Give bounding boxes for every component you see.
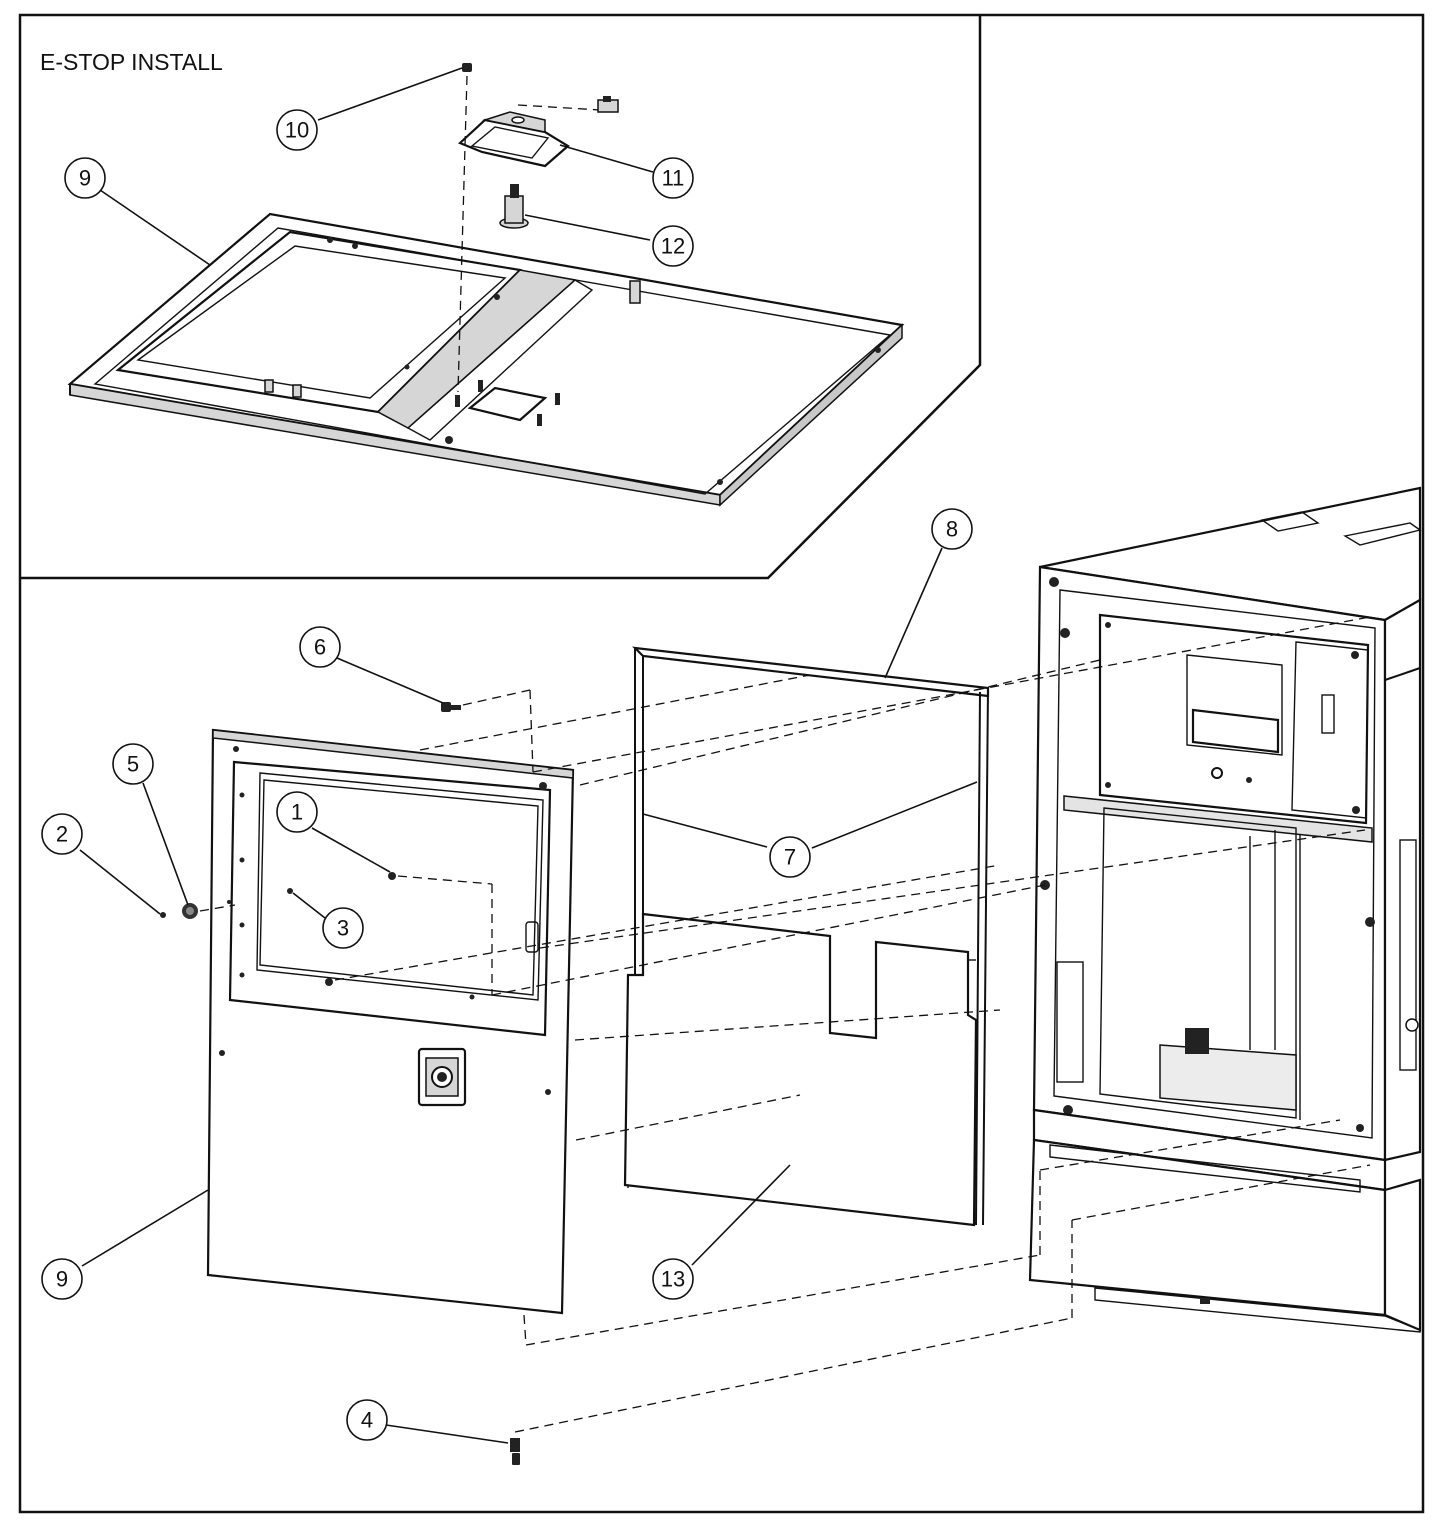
callout-9-main: 9 [41, 1258, 83, 1300]
estop-button [499, 184, 529, 229]
svg-text:7: 7 [784, 845, 796, 870]
callout-7: 7 [769, 836, 811, 878]
alignment-lines [199, 616, 1371, 1433]
svg-text:9: 9 [79, 166, 91, 191]
svg-text:13: 13 [661, 1267, 685, 1292]
callout-8: 8 [931, 508, 973, 550]
inset-frame [20, 15, 982, 580]
callout-3: 3 [322, 907, 364, 949]
svg-text:11: 11 [662, 166, 685, 191]
callout-13: 13 [652, 1258, 694, 1300]
svg-text:12: 12 [661, 234, 685, 259]
svg-text:5: 5 [127, 752, 139, 777]
screw-4 [510, 1438, 520, 1465]
svg-text:3: 3 [337, 916, 349, 941]
gasket-frame [631, 646, 990, 1226]
insulation-panel [623, 912, 978, 1227]
screw-10 [457, 63, 472, 393]
callout-9-inset: 9 [64, 157, 106, 199]
outer-border [18, 13, 1425, 1514]
inset-title: E-STOP INSTALL [40, 49, 223, 75]
svg-text:2: 2 [56, 822, 68, 847]
callout-6: 6 [299, 626, 341, 668]
svg-text:8: 8 [946, 517, 958, 542]
callout-10: 10 [276, 109, 318, 151]
inset-top-panel [67, 212, 905, 507]
screw-2 [160, 912, 166, 918]
callout-5: 5 [112, 743, 154, 785]
callout-1: 1 [276, 791, 318, 833]
estop-bracket [457, 96, 619, 168]
callout-11: 11 [652, 157, 694, 199]
hole-1 [388, 872, 396, 880]
leader-lines [79, 67, 978, 1444]
screw-6 [441, 702, 461, 712]
svg-text:6: 6 [314, 635, 326, 660]
svg-text:4: 4 [361, 1408, 373, 1433]
generator-cabinet [1028, 486, 1422, 1333]
door-panel [206, 728, 575, 1315]
svg-text:1: 1 [291, 800, 303, 825]
hole-3 [287, 888, 293, 894]
grommet-5 [182, 903, 198, 919]
svg-text:10: 10 [285, 118, 309, 143]
callout-4: 4 [346, 1399, 388, 1441]
svg-text:9: 9 [56, 1267, 68, 1292]
callout-2: 2 [41, 813, 83, 855]
callout-12: 12 [652, 225, 694, 267]
